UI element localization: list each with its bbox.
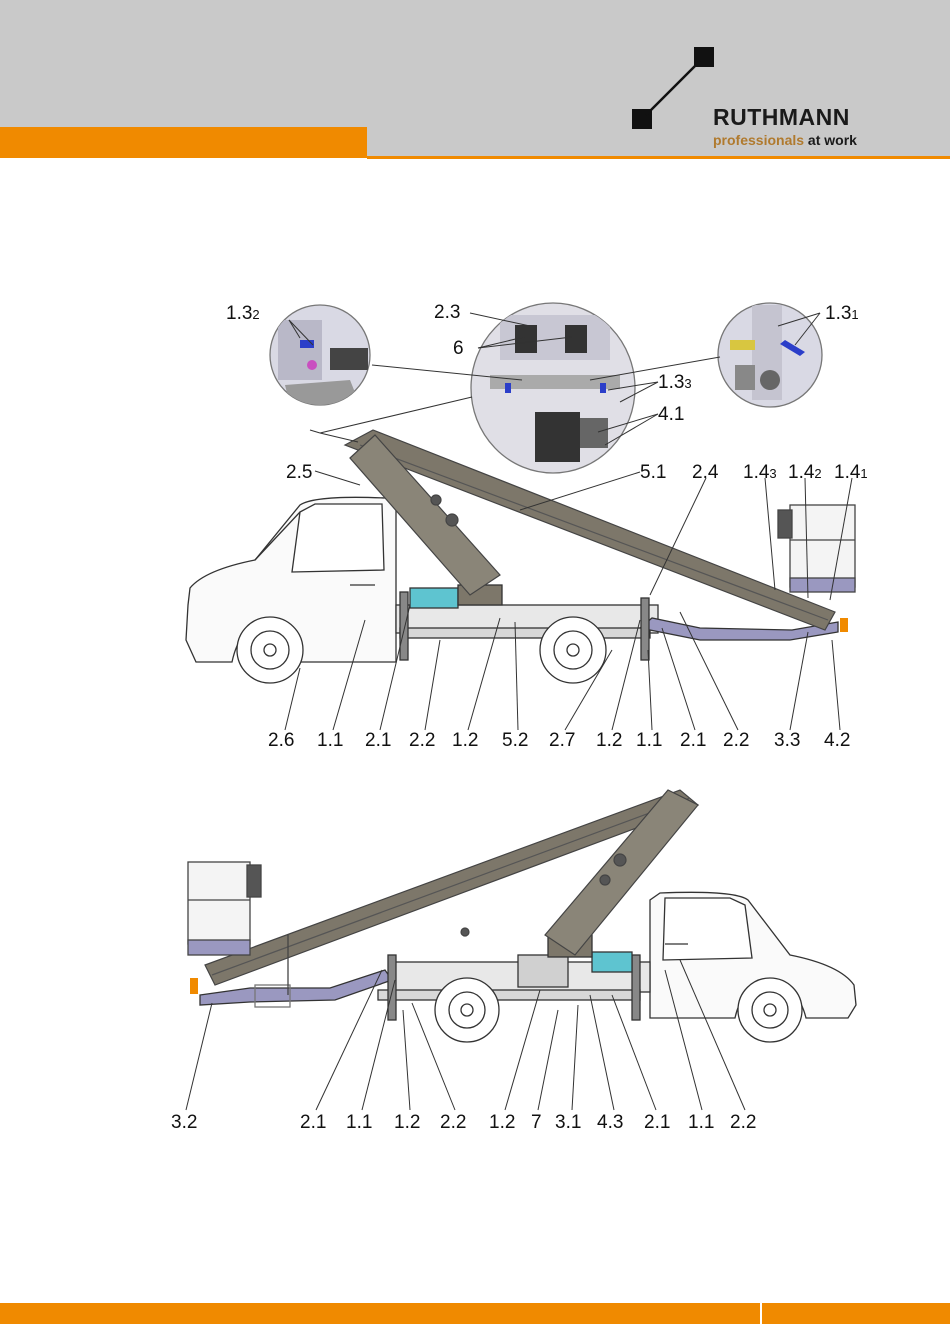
- label-2-3: 2.3: [434, 302, 460, 323]
- label-bottom-10: 1.1: [688, 1112, 714, 1133]
- label-top-bottom-8: 1.1: [636, 730, 662, 751]
- label-bottom-8: 4.3: [597, 1112, 623, 1133]
- footer-divider: [760, 1303, 762, 1324]
- label-1-4-1: 1.41: [834, 462, 868, 483]
- label-top-bottom-5: 5.2: [502, 730, 528, 751]
- labels-bottom-row: 3.2 2.1 1.1 1.2 2.2 1.2 7 3.1 4.3 2.1 1.…: [171, 1112, 756, 1133]
- label-1-3-3: 1.33: [658, 372, 692, 393]
- label-top-bottom-0: 2.6: [268, 730, 294, 751]
- detail-circle-center: [471, 303, 635, 473]
- footer-accent-bar: [0, 1303, 950, 1324]
- detail-circle-left: [270, 305, 370, 405]
- label-bottom-7: 3.1: [555, 1112, 581, 1133]
- label-top-bottom-11: 3.3: [774, 730, 800, 751]
- label-bottom-5: 1.2: [489, 1112, 515, 1133]
- label-bottom-4: 2.2: [440, 1112, 466, 1133]
- label-1-3-1: 1.31: [825, 303, 859, 324]
- label-bottom-3: 1.2: [394, 1112, 420, 1133]
- label-top-bottom-9: 2.1: [680, 730, 706, 751]
- label-top-bottom-2: 2.1: [365, 730, 391, 751]
- label-top-bottom-3: 2.2: [409, 730, 435, 751]
- label-bottom-6: 7: [531, 1112, 542, 1133]
- label-bottom-9: 2.1: [644, 1112, 670, 1133]
- label-top-bottom-10: 2.2: [723, 730, 749, 751]
- detail-circle-right: [718, 303, 822, 407]
- label-2-5: 2.5: [286, 462, 312, 483]
- label-bottom-1: 2.1: [300, 1112, 326, 1133]
- label-top-bottom-1: 1.1: [317, 730, 343, 751]
- label-top-bottom-12: 4.2: [824, 730, 850, 751]
- label-top-bottom-6: 2.7: [549, 730, 575, 751]
- label-bottom-11: 2.2: [730, 1112, 756, 1133]
- label-top-bottom-7: 1.2: [596, 730, 622, 751]
- labels-top-bottom-row: 2.6 1.1 2.1 2.2 1.2 5.2 2.7 1.2 1.1 2.1 …: [268, 730, 850, 751]
- label-1-4-3: 1.43: [743, 462, 777, 483]
- label-4-1: 4.1: [658, 404, 684, 425]
- label-6: 6: [453, 338, 464, 359]
- truck-side-view-bottom: [200, 892, 856, 1042]
- label-5-1: 5.1: [640, 462, 666, 483]
- label-1-3-2: 1.32: [226, 303, 260, 324]
- label-bottom-0: 3.2: [171, 1112, 197, 1133]
- label-1-4-2: 1.42: [788, 462, 822, 483]
- label-bottom-2: 1.1: [346, 1112, 372, 1133]
- label-2-4: 2.4: [692, 462, 719, 483]
- label-top-bottom-4: 1.2: [452, 730, 478, 751]
